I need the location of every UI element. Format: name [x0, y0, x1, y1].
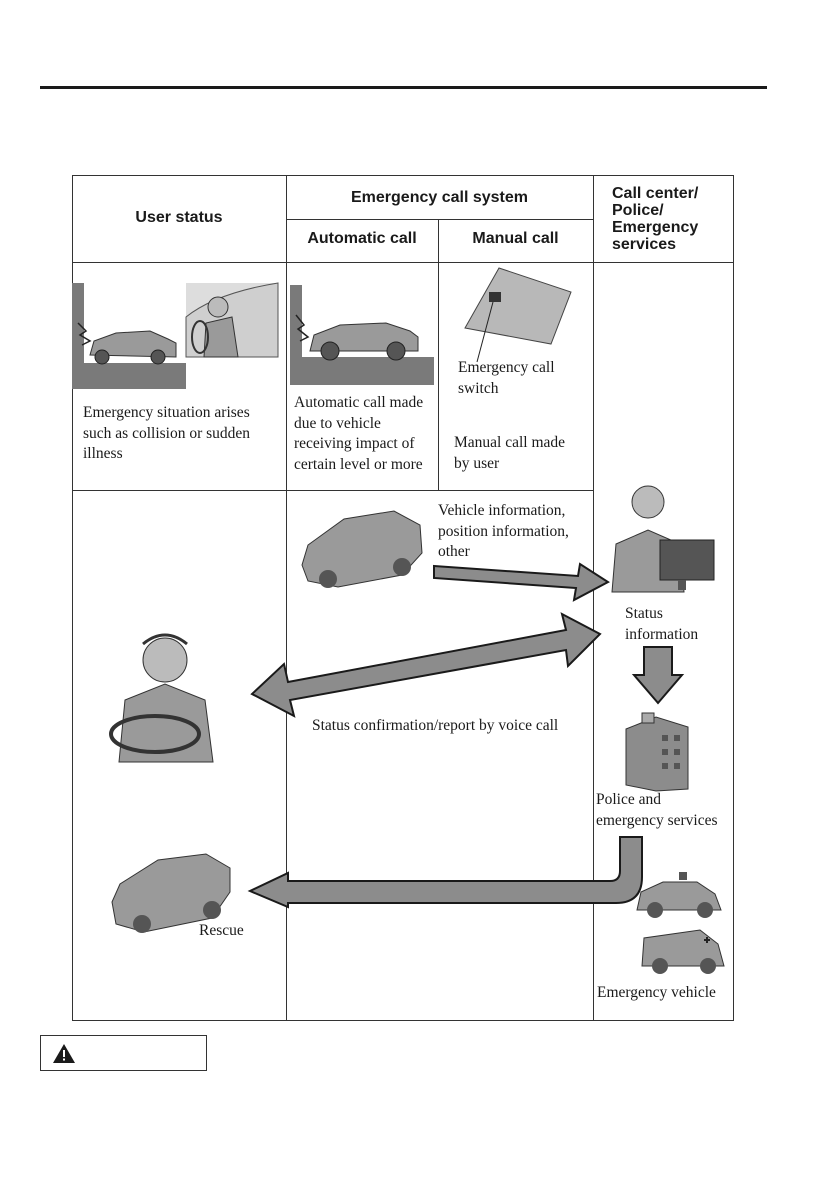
status-info-text: Status information: [625, 605, 699, 643]
emergency-call-table: [72, 175, 734, 1021]
top-rule: [40, 86, 767, 89]
sudden-illness-illustration: [185, 282, 279, 358]
user-driver-illustration: [109, 633, 214, 763]
col-divider-2: [438, 219, 439, 490]
rescue-text: Rescue: [199, 922, 244, 939]
building-icon: [625, 712, 689, 792]
col-divider-3: [593, 175, 594, 1021]
voice-call-arrow: [250, 612, 602, 718]
header-emergency-call-system: Emergency call system: [351, 189, 528, 206]
rescue-arrow: [247, 836, 643, 909]
operator-illustration: [611, 485, 715, 593]
header-manual-call: Manual call: [472, 230, 559, 247]
warning-triangle-icon: [53, 1044, 75, 1063]
emergency-vehicle-text: Emergency vehicle: [597, 984, 716, 1001]
vehicle-illustration: [301, 510, 423, 588]
emergency-call-switch-icon: [464, 267, 572, 363]
sub-header-rule: [286, 219, 593, 220]
header-user-status: User status: [135, 209, 223, 226]
switch-label: Emergency call switch: [458, 359, 555, 397]
automatic-call-text: Automatic call made due to vehicle recei…: [294, 394, 424, 473]
ambulance-icon: [641, 929, 725, 974]
collision-illustration: [72, 283, 186, 389]
data-arrow: [433, 562, 610, 602]
col-divider-1: [286, 175, 287, 1021]
voice-call-text: Status confirmation/report by voice call: [312, 717, 559, 734]
header-rule: [72, 262, 734, 263]
warning-box: [40, 1035, 207, 1071]
rescue-vehicle-illustration: [111, 853, 231, 933]
header-call-center: Call center/ Police/ Emergency services: [612, 185, 699, 253]
manual-call-text: Manual call made by user: [454, 434, 566, 472]
police-text: Police and emergency services: [596, 791, 718, 829]
status-arrow-down: [631, 646, 685, 705]
header-automatic-call: Automatic call: [307, 230, 417, 247]
user-situation-text: Emergency situation arises such as colli…: [83, 404, 251, 462]
row1-rule: [72, 490, 593, 491]
auto-collision-illustration: [290, 285, 434, 385]
vehicle-info-text: Vehicle information, position informatio…: [438, 502, 569, 560]
police-car-icon: [636, 872, 722, 918]
